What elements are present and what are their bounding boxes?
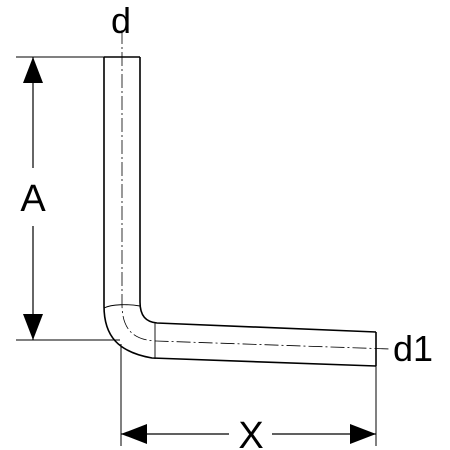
pipe-centerline (121, 30, 391, 350)
label-a: A (20, 178, 46, 220)
label-d1: d1 (393, 328, 433, 369)
label-x: X (238, 415, 263, 450)
label-d: d (111, 0, 131, 41)
pipe-body (103, 56, 377, 367)
dimension-a-arrows (23, 57, 43, 340)
dimension-x-arrows (121, 424, 376, 444)
